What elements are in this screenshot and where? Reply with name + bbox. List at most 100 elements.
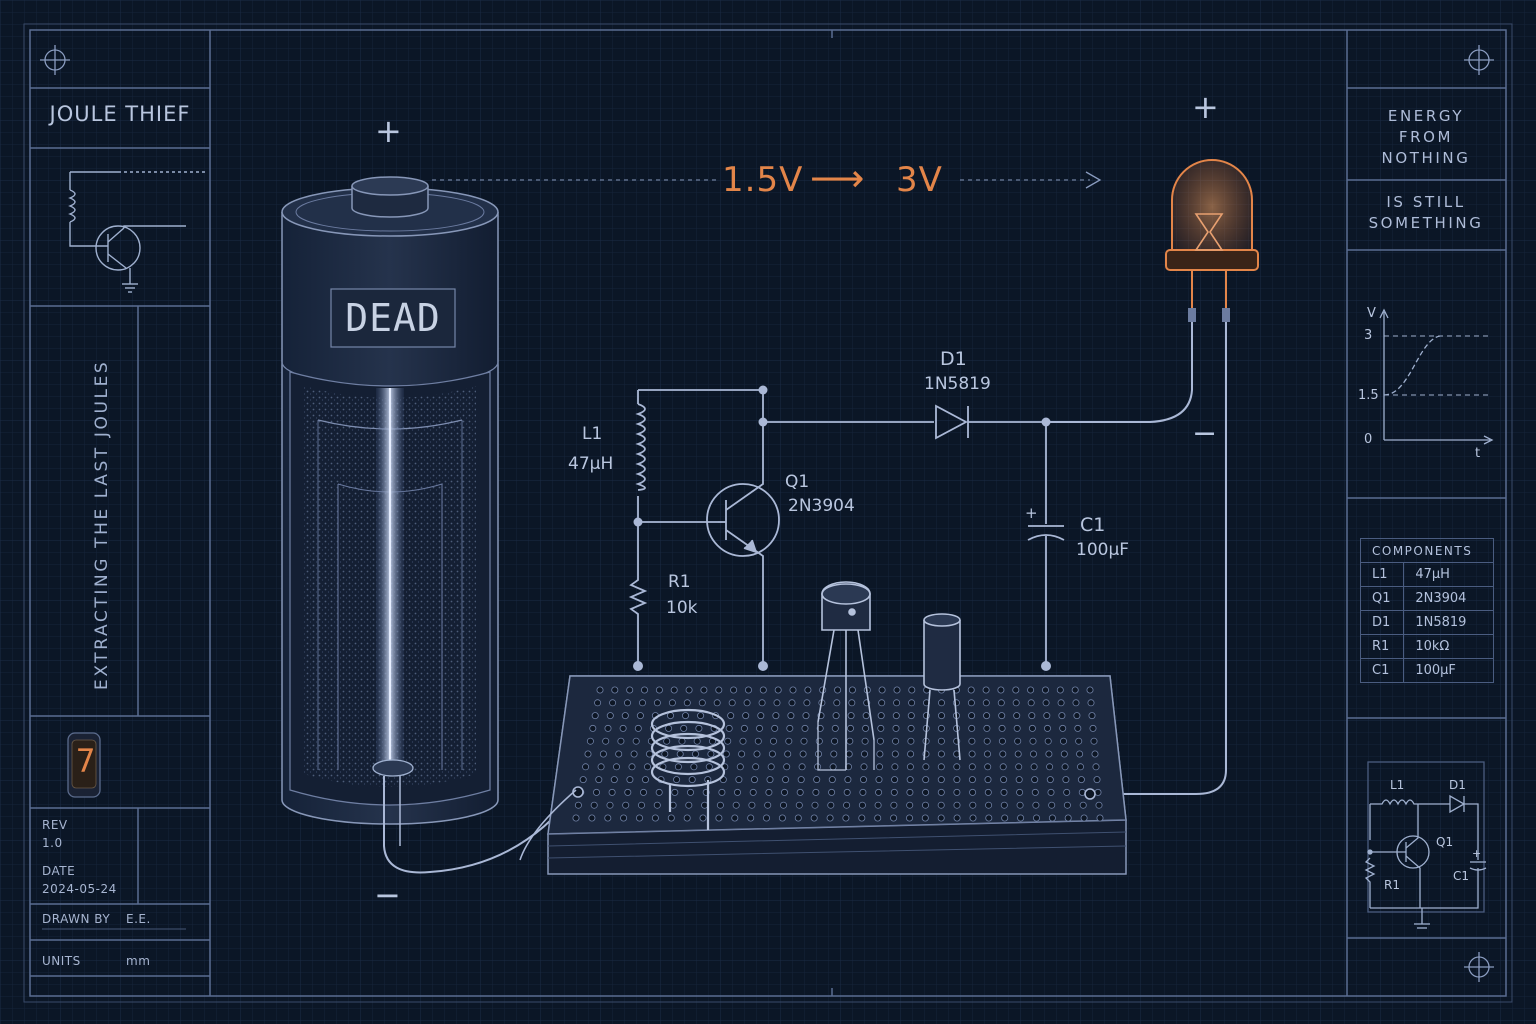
tagline-energy: ENERGY FROM NOTHING bbox=[1381, 107, 1471, 167]
perfboard-hole bbox=[874, 801, 882, 809]
perfboard-hole bbox=[593, 788, 601, 796]
perfboard-hole bbox=[742, 712, 750, 720]
perfboard-hole bbox=[697, 712, 705, 720]
perfboard-hole bbox=[639, 699, 647, 707]
perfboard-hole bbox=[1014, 737, 1022, 745]
perfboard-hole bbox=[968, 737, 976, 745]
perfboard-hole bbox=[815, 737, 823, 745]
perfboard-hole bbox=[848, 686, 856, 694]
perfboard-hole bbox=[685, 801, 693, 809]
perfboard-hole bbox=[608, 788, 616, 796]
perfboard-hole bbox=[671, 788, 679, 796]
perfboard-hole bbox=[731, 814, 739, 822]
perfboard-hole bbox=[588, 814, 596, 822]
perfboard-hole bbox=[1062, 776, 1070, 784]
perfboard-hole bbox=[937, 724, 945, 732]
led-minus-sign: − bbox=[1192, 416, 1218, 451]
graph-y-tick-3: 3 bbox=[1364, 328, 1373, 343]
perfboard-hole bbox=[641, 686, 649, 694]
voltage-time-graph bbox=[1379, 308, 1494, 445]
perfboard-hole bbox=[1061, 763, 1069, 771]
nixie-digit: 7 bbox=[76, 742, 96, 780]
perfboard-hole bbox=[796, 788, 804, 796]
perfboard-hole bbox=[922, 801, 930, 809]
perfboard-hole bbox=[831, 724, 839, 732]
perfboard-hole bbox=[757, 712, 765, 720]
perfboard-hole bbox=[877, 724, 885, 732]
perfboard-hole bbox=[968, 724, 976, 732]
d1-ref-label: D1 bbox=[940, 348, 967, 370]
perfboard-hole bbox=[597, 763, 605, 771]
drawing-frame bbox=[23, 23, 1513, 1003]
perfboard-hole bbox=[802, 712, 810, 720]
perfboard-hole bbox=[1015, 763, 1023, 771]
perfboard-hole bbox=[969, 814, 977, 822]
perfboard-hole bbox=[1016, 801, 1024, 809]
perfboard-hole bbox=[831, 737, 839, 745]
led-icon bbox=[1046, 159, 1259, 795]
perfboard-hole bbox=[1042, 699, 1050, 707]
perfboard-hole bbox=[803, 699, 811, 707]
perfboard-hole bbox=[584, 750, 592, 758]
perfboard-hole bbox=[1029, 737, 1037, 745]
dead-battery-illustration bbox=[281, 176, 720, 874]
perfboard-hole bbox=[785, 737, 793, 745]
perfboard-hole bbox=[695, 724, 703, 732]
perfboard-hole bbox=[667, 814, 675, 822]
perfboard-hole bbox=[968, 763, 976, 771]
perfboard-hole bbox=[983, 724, 991, 732]
perfboard-hole bbox=[1058, 712, 1066, 720]
perfboard-hole bbox=[624, 699, 632, 707]
perfboard-hole bbox=[953, 763, 961, 771]
perfboard-hole bbox=[826, 814, 834, 822]
perfboard-hole bbox=[615, 750, 623, 758]
perfboard-hole bbox=[661, 750, 669, 758]
tagline-still: IS STILL SOMETHING bbox=[1368, 193, 1484, 232]
perfboard-hole bbox=[875, 788, 883, 796]
perfboard-hole bbox=[716, 801, 724, 809]
perfboard-hole bbox=[1093, 776, 1101, 784]
components-header: COMPONENTS bbox=[1360, 538, 1494, 563]
perfboard-hole bbox=[604, 814, 612, 822]
perfboard-hole bbox=[800, 737, 808, 745]
perfboard-hole bbox=[953, 801, 961, 809]
perfboard-hole bbox=[937, 737, 945, 745]
perfboard-hole bbox=[1042, 686, 1050, 694]
perfboard-hole bbox=[582, 763, 590, 771]
perfboard-hole bbox=[1012, 699, 1020, 707]
perfboard-hole bbox=[1087, 699, 1095, 707]
perfboard-hole bbox=[699, 814, 707, 822]
perfboard-hole bbox=[759, 686, 767, 694]
perfboard-hole bbox=[722, 750, 730, 758]
perfboard-hole bbox=[718, 788, 726, 796]
perfboard-hole bbox=[953, 814, 961, 822]
date-value: 2024-05-24 bbox=[42, 882, 117, 896]
perfboard-hole bbox=[613, 763, 621, 771]
perfboard-hole bbox=[937, 801, 945, 809]
perfboard-hole bbox=[596, 686, 604, 694]
perfboard-hole bbox=[634, 724, 642, 732]
perfboard-hole bbox=[878, 686, 886, 694]
perfboard-hole bbox=[829, 763, 837, 771]
perfboard-hole bbox=[876, 737, 884, 745]
perfboard-hole bbox=[794, 814, 802, 822]
perfboard-hole bbox=[606, 712, 614, 720]
perfboard-hole bbox=[734, 788, 742, 796]
perfboard-hole bbox=[754, 737, 762, 745]
perfboard-hole bbox=[830, 750, 838, 758]
perfboard-hole bbox=[732, 801, 740, 809]
perfboard-hole bbox=[1000, 788, 1008, 796]
mini-schematic bbox=[1364, 761, 1487, 929]
perfboard-hole bbox=[653, 699, 661, 707]
perfboard-hole bbox=[667, 712, 675, 720]
perfboard-hole bbox=[985, 814, 993, 822]
led-plus-sign: + bbox=[1192, 88, 1219, 126]
perfboard-hole bbox=[788, 699, 796, 707]
perfboard-hole bbox=[1001, 814, 1009, 822]
perfboard-hole bbox=[1017, 814, 1025, 822]
perfboard-hole bbox=[602, 737, 610, 745]
perfboard-hole bbox=[715, 814, 723, 822]
perfboard-hole bbox=[890, 788, 898, 796]
perfboard-hole bbox=[1071, 686, 1079, 694]
